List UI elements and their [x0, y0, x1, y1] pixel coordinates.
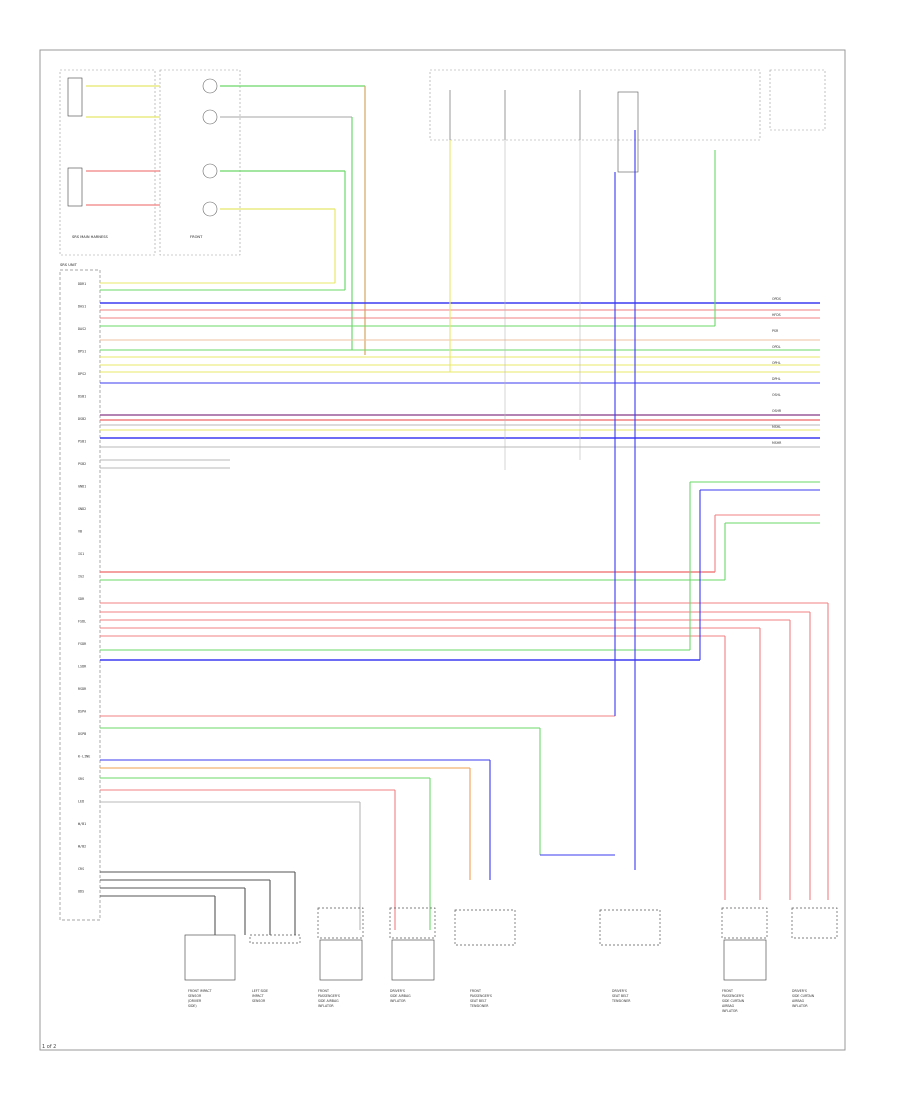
srs-pin-label: DSB2 [78, 417, 86, 421]
component-label: FRONT IMPACT [188, 989, 212, 993]
right-pin-labels: OPDS HFDS PSR OPDL OPHL DPHL OSHL OSHR MSHL MSHR [772, 297, 782, 445]
component-label: INFLATOR [318, 1004, 334, 1008]
vertical-wires [214, 130, 829, 935]
srs-pin-label: DDR1 [78, 282, 86, 286]
component-label: PASSENGER'S [470, 994, 492, 998]
right-pin-label: MSHR [772, 441, 782, 445]
srs-pin-label: DSPB [78, 732, 86, 736]
component-label: SIDE AIRBAG [390, 994, 411, 998]
srs-pin-label: DAS1 [78, 305, 86, 309]
component-label: PASSENGER'S [318, 994, 340, 998]
srs-pin-label: W/B1 [78, 822, 86, 826]
component-label: DRIVER'S [390, 989, 405, 993]
srs-unit-title: SRS UNIT [60, 263, 78, 267]
srs-pin-label: IG1 [78, 552, 84, 556]
component-label: AIRBAG [722, 1004, 735, 1008]
right-pin-label: OSHL [772, 393, 781, 397]
right-pin-label: OPDS [772, 297, 781, 301]
srs-pin-labels: DDR1DAS1DAS2DPS1DPS2DSB1DSB2PSB1PSB2GND1… [78, 282, 90, 894]
connector-label-main: SRS MAIN HARNESS [72, 235, 109, 239]
srs-pin-label: FSDL [78, 620, 86, 624]
component-label: IMPACT [252, 994, 264, 998]
component-label: SENSOR [188, 994, 202, 998]
component-label: TENSIONER [469, 1004, 489, 1008]
srs-pin-label: GND2 [78, 507, 86, 511]
component-label: AIRBAG [792, 999, 805, 1003]
srs-pin-label: PSB2 [78, 462, 86, 466]
component-label: LEFT SIDE [252, 989, 268, 993]
harness-wires [100, 282, 828, 897]
srs-pin-label: IG2 [78, 575, 84, 579]
component-label: SIDE CURTAIN [722, 999, 745, 1003]
diagram-frame [39, 49, 846, 1051]
srs-pin-label: DAS2 [78, 327, 86, 331]
under-dash-fuse-box [429, 69, 826, 173]
component-label: DRIVER'S [792, 989, 807, 993]
component-label: INFLATOR [722, 1009, 738, 1013]
component-label: SIDE CURTAIN [792, 994, 815, 998]
component-label: SENSOR [252, 999, 266, 1003]
srs-pin-label: LSDR [78, 665, 87, 669]
component-label: FRONT [318, 989, 329, 993]
top-left-block [59, 69, 241, 256]
component-label: SEAT BELT [612, 994, 628, 998]
srs-pin-label: FSDR [78, 642, 87, 646]
srs-pin-label: DSPA [78, 710, 86, 714]
right-pin-label: PSR [772, 329, 779, 333]
component-label: TENSIONER [611, 999, 631, 1003]
srs-pin-label: GND1 [78, 485, 86, 489]
component-label: FRONT [470, 989, 481, 993]
srs-pin-label: W/B2 [78, 845, 86, 849]
srs-pin-label: DSB1 [78, 395, 86, 399]
right-pin-label: DPHL [772, 377, 781, 381]
srs-pin-label: DPS1 [78, 350, 86, 354]
component-label: INFLATOR [390, 999, 406, 1003]
component-label: (DRIVER [188, 999, 202, 1003]
srs-pin-label: VB [78, 530, 82, 534]
srs-pin-label: K-LINE [78, 755, 90, 759]
component-label: PASSENGER'S [722, 994, 744, 998]
component-label: SEAT BELT [470, 999, 486, 1003]
right-pin-label: HFDS [772, 313, 781, 317]
connector-label-front: FRONT [190, 235, 203, 239]
component-label: SIDE AIRBAG [318, 999, 339, 1003]
srs-pin-label: LED [78, 800, 84, 804]
right-pin-label: MSHL [772, 425, 781, 429]
page-number: 1 of 2 [42, 1044, 56, 1050]
component-label: SIDE) [188, 1004, 197, 1008]
right-pin-label: OPDL [772, 345, 781, 349]
srs-pin-label: DPS2 [78, 372, 86, 376]
srs-pin-label: SDR [78, 597, 85, 601]
srs-pin-label: ODS [78, 890, 84, 894]
srs-pin-label: CRS [78, 867, 84, 871]
component-label: DRIVER'S [612, 989, 627, 993]
srs-pin-label: PSB1 [78, 440, 86, 444]
srs-pin-label: RSDR [78, 687, 87, 691]
component-label: INFLATOR [792, 1004, 808, 1008]
component-label: FRONT [722, 989, 733, 993]
srs-unit-frame [59, 269, 101, 921]
right-pin-label: OPHL [772, 361, 781, 365]
top-left-wires [86, 85, 366, 355]
right-pin-label: OSHR [772, 409, 782, 413]
bottom-components [184, 907, 838, 981]
srs-pin-label: SRS [78, 777, 84, 781]
